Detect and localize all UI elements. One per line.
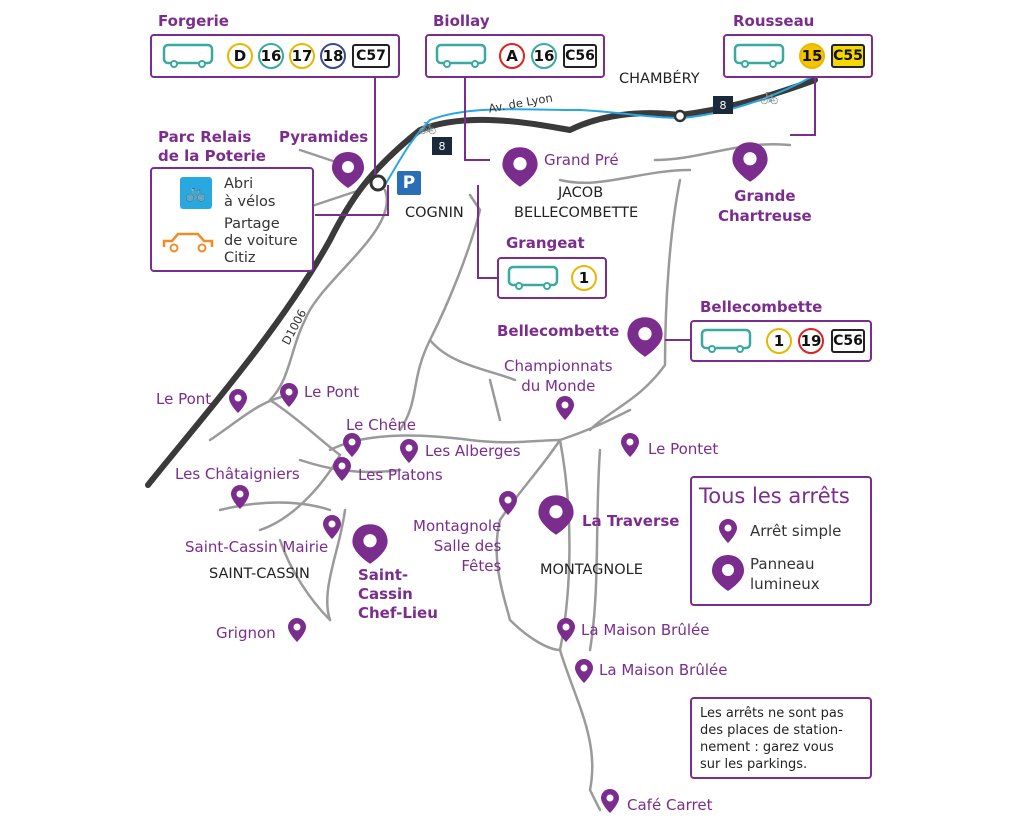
stop-maison-brulee-1-label: La Maison Brûlée bbox=[581, 621, 710, 639]
legend-box: Tous les arrêts Arrêt simple Panneau lum… bbox=[690, 476, 872, 606]
stop-grignon-label: Grignon bbox=[216, 624, 276, 642]
bus-icon bbox=[435, 43, 487, 68]
biollay-title: Biollay bbox=[433, 12, 490, 30]
bellecombette-box[interactable]: 1 19 C56 bbox=[690, 320, 872, 362]
stop-grand-pre-label: Grand Pré bbox=[544, 151, 619, 169]
grangeat-title: Grangeat bbox=[506, 234, 585, 252]
line-c57-badge: C57 bbox=[352, 44, 390, 68]
line-1-badge: 1 bbox=[571, 265, 597, 291]
line-19-badge: 19 bbox=[798, 328, 824, 354]
forgerie-box[interactable]: D 16 17 18 C57 bbox=[150, 34, 400, 78]
bus-icon bbox=[507, 265, 559, 290]
forgerie-title: Forgerie bbox=[158, 12, 229, 30]
line-c56-badge: C56 bbox=[831, 329, 865, 353]
parc-relais-box[interactable]: 🚲 Abri à vélos Partage de voiture Citiz bbox=[150, 167, 314, 272]
line-d-badge: D bbox=[227, 43, 253, 69]
le-pont-2-simple-pin[interactable] bbox=[277, 382, 301, 408]
bike-icon-1: 🚲 bbox=[418, 117, 437, 135]
route-8-badge-2: 8 bbox=[713, 96, 733, 114]
line-a-badge: A bbox=[499, 43, 525, 69]
grignon-simple-pin[interactable] bbox=[285, 617, 309, 643]
montagnole-salle-simple-pin[interactable] bbox=[497, 490, 519, 516]
line-16-badge: 16 bbox=[258, 43, 284, 69]
biollay-box[interactable]: A 16 C56 bbox=[425, 34, 605, 78]
stop-le-pont-1-label: Le Pont bbox=[156, 390, 212, 408]
bike-shelter-text: Abri à vélos bbox=[224, 176, 276, 210]
le-pont-1-simple-pin[interactable] bbox=[225, 388, 251, 414]
stop-montagnole-salle-label: Montagnole Salle des Fêtes bbox=[413, 517, 502, 575]
legend-simple-label: Arrêt simple bbox=[750, 522, 842, 540]
parc-relais-title: Parc Relais de la Poterie bbox=[158, 128, 266, 165]
stop-bellecombette-label: Bellecombette bbox=[497, 322, 620, 340]
stop-grande-chartreuse-label: Grande Chartreuse bbox=[718, 187, 812, 225]
stop-saint-cassin-mairie-label: Saint-Cassin Mairie bbox=[185, 538, 329, 556]
route-8-badge-1: 8 bbox=[432, 137, 452, 155]
la-traverse-panneau-pin[interactable] bbox=[536, 493, 576, 537]
stop-le-pont-2-label: Le Pont bbox=[304, 383, 360, 401]
line-17-badge: 17 bbox=[289, 43, 315, 69]
connector-lines bbox=[315, 78, 816, 341]
stop-maison-brulee-2-label: La Maison Brûlée bbox=[599, 661, 728, 679]
grand-pre-panneau-pin[interactable] bbox=[500, 145, 540, 189]
maison-brulee-1-simple-pin[interactable] bbox=[555, 617, 577, 643]
parking-icon: P bbox=[397, 171, 421, 195]
pyramides-node bbox=[369, 174, 387, 192]
line-1-badge: 1 bbox=[766, 328, 792, 354]
bus-icon bbox=[733, 43, 785, 68]
line-18-badge: 18 bbox=[320, 43, 346, 69]
place-montagnole: MONTAGNOLE bbox=[540, 562, 643, 578]
stop-la-traverse-label: La Traverse bbox=[582, 512, 680, 530]
line-c56-badge: C56 bbox=[563, 44, 597, 68]
bellecombette-hub-title: Bellecombette bbox=[700, 298, 823, 316]
stop-les-alberges-label: Les Alberges bbox=[425, 442, 521, 460]
cafe-carret-simple-pin[interactable] bbox=[598, 788, 622, 814]
legend-panneau-pin-icon bbox=[712, 555, 744, 591]
maison-brulee-2-simple-pin[interactable] bbox=[572, 658, 596, 684]
bellecombette-panneau-pin[interactable] bbox=[625, 315, 665, 359]
car-share-text: Partage de voiture Citiz bbox=[224, 216, 298, 266]
le-chene-simple-pin[interactable] bbox=[340, 432, 364, 458]
line-c55-badge: C55 bbox=[831, 44, 865, 68]
bus-icon bbox=[700, 328, 752, 353]
saint-cassin-mairie-simple-pin[interactable] bbox=[321, 514, 343, 540]
place-bellecombette: BELLECOMBETTE bbox=[514, 205, 639, 221]
bike-icon-2: 🚲 bbox=[760, 87, 779, 105]
le-pontet-simple-pin[interactable] bbox=[618, 432, 642, 458]
saint-cassin-chef-panneau-pin[interactable] bbox=[350, 522, 390, 566]
grangeat-box[interactable]: 1 bbox=[497, 257, 607, 299]
stop-saint-cassin-chef-label: Saint- Cassin Chef-Lieu bbox=[358, 566, 438, 622]
line-16-badge: 16 bbox=[531, 43, 557, 69]
place-chambery: CHAMBÉRY bbox=[619, 71, 700, 87]
stop-les-chataigniers-label: Les Châtaigniers bbox=[175, 465, 300, 483]
parking-note-text: Les arrêts ne sont pas des places de sta… bbox=[700, 706, 844, 772]
stop-championnats-label: Championnats du Monde bbox=[504, 357, 613, 395]
car-share-icon bbox=[162, 232, 214, 253]
bus-icon bbox=[162, 43, 214, 68]
les-chataigniers-simple-pin[interactable] bbox=[228, 484, 252, 510]
les-platons-simple-pin[interactable] bbox=[330, 456, 354, 482]
legend-title: Tous les arrêts bbox=[699, 484, 850, 508]
legend-panneau-label: Panneau lumineux bbox=[750, 555, 820, 593]
chambery-node bbox=[673, 109, 687, 123]
pyramides-panneau-pin[interactable] bbox=[330, 150, 366, 190]
stop-cafe-carret-label: Café Carret bbox=[627, 796, 713, 814]
place-jacob: JACOB bbox=[558, 185, 604, 201]
rousseau-box[interactable]: 15 C55 bbox=[723, 34, 873, 78]
legend-simple-pin-icon bbox=[719, 519, 737, 543]
rousseau-title: Rousseau bbox=[733, 12, 815, 30]
bike-shelter-icon: 🚲 bbox=[180, 177, 212, 209]
stop-le-pontet-label: Le Pontet bbox=[648, 440, 719, 458]
stop-les-platons-label: Les Platons bbox=[358, 466, 443, 484]
grande-chartreuse-panneau-pin[interactable] bbox=[730, 140, 770, 184]
stop-pyramides-label: Pyramides bbox=[279, 128, 369, 146]
stop-le-chene-label: Le Chêne bbox=[346, 416, 417, 434]
championnats-simple-pin[interactable] bbox=[555, 395, 575, 421]
place-cognin: COGNIN bbox=[405, 205, 464, 221]
parking-note-box: Les arrêts ne sont pas des places de sta… bbox=[690, 697, 872, 779]
line-15-badge: 15 bbox=[799, 43, 825, 69]
les-alberges-simple-pin[interactable] bbox=[397, 438, 421, 464]
place-saint-cassin: SAINT-CASSIN bbox=[209, 566, 310, 582]
